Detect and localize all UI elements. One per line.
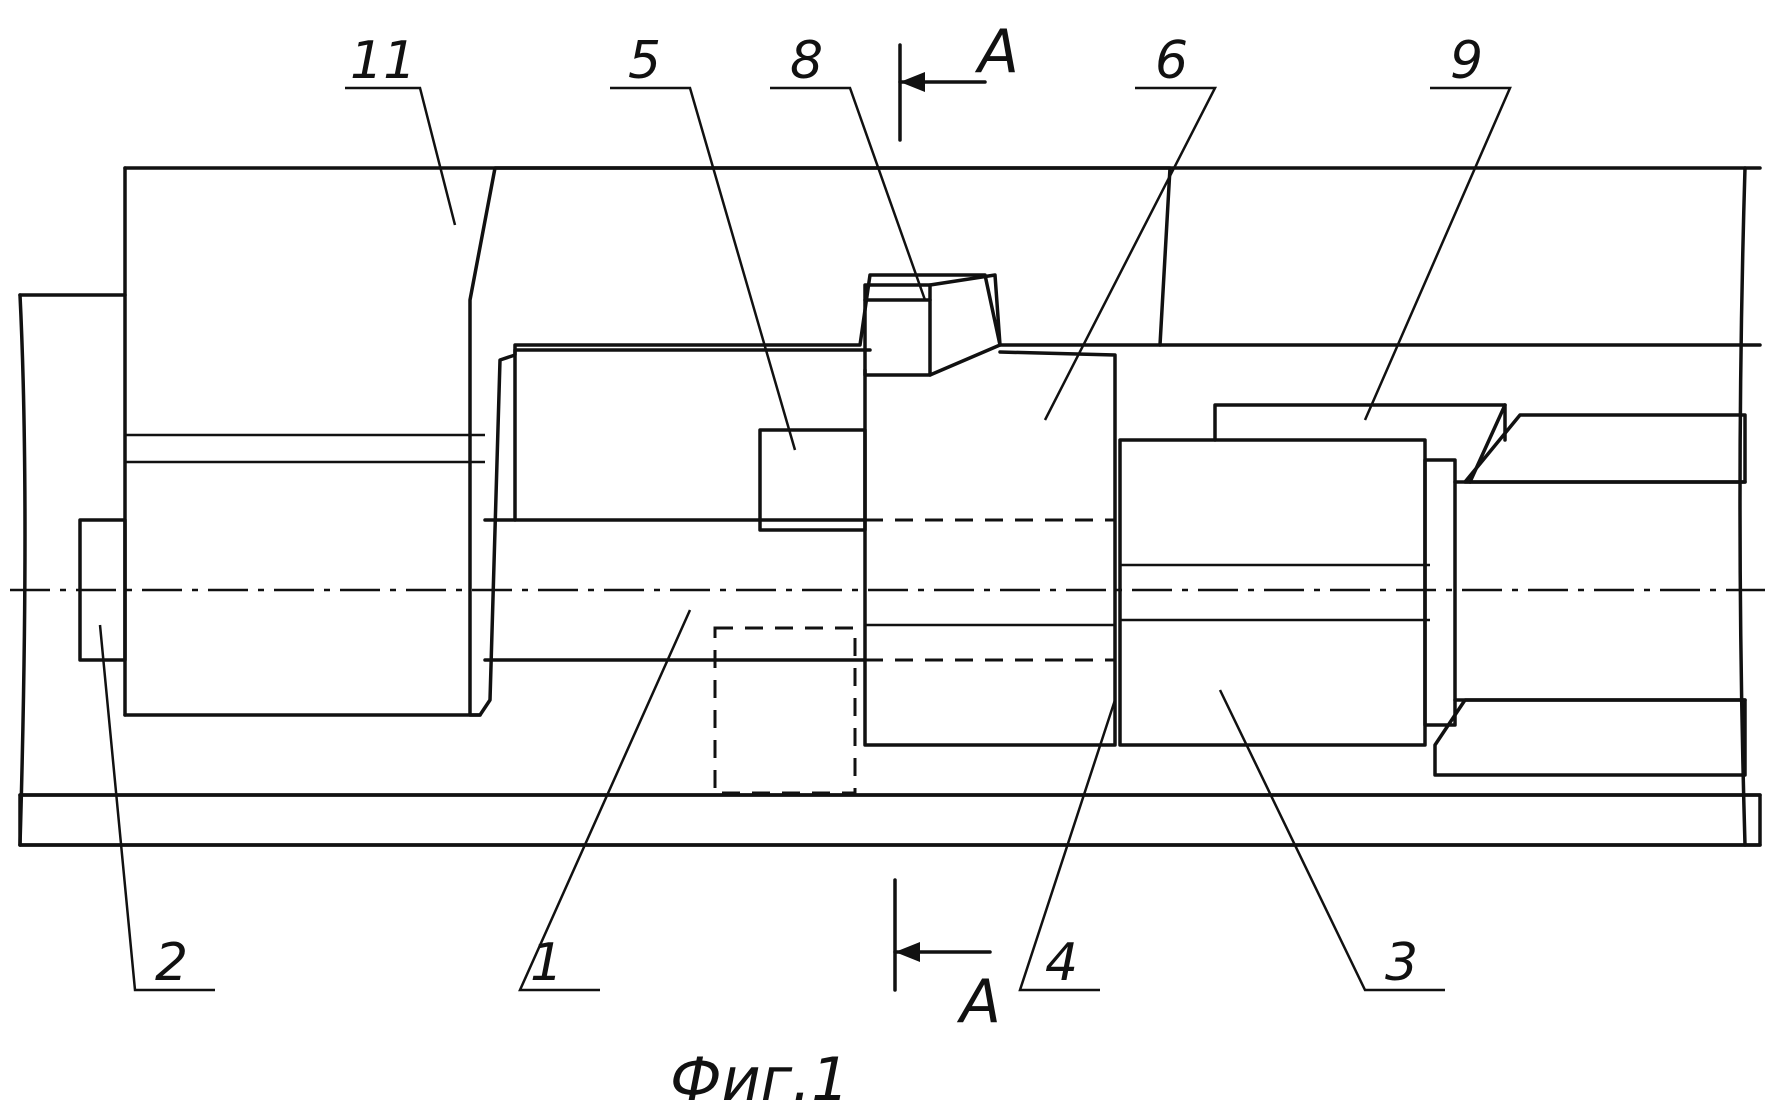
label-11: 11 (350, 31, 416, 91)
section-mark-bottom: A (895, 880, 1001, 1037)
bottom-wall-section (20, 795, 1760, 845)
leader-lines (100, 88, 1510, 990)
label-3: 3 (1385, 933, 1418, 993)
part-6-body (865, 352, 1115, 745)
label-1: 1 (530, 933, 563, 993)
part-5-key (760, 430, 865, 530)
section-letter-top: A (974, 17, 1019, 87)
part-9-ring (1215, 405, 1505, 482)
upper-housing-section (470, 168, 1170, 715)
label-4: 4 (1045, 933, 1078, 993)
label-6: 6 (1155, 31, 1188, 91)
section-mark-top: A (900, 17, 1019, 140)
part-8-insert (865, 275, 1000, 375)
figure-caption: Фиг.1 (670, 1045, 849, 1115)
label-9: 9 (1450, 31, 1483, 91)
section-letter-bottom: A (956, 967, 1001, 1037)
part-11-block (125, 435, 485, 715)
part-3-nut (1120, 440, 1455, 745)
label-5: 5 (628, 31, 661, 91)
part-1-shaft (485, 350, 870, 793)
label-8: 8 (790, 31, 823, 91)
label-2: 2 (155, 933, 188, 993)
right-sleeve-section (1435, 415, 1745, 775)
